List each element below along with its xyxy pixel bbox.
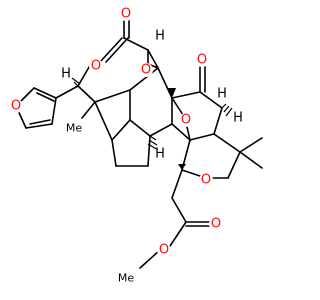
bond	[129, 67, 159, 91]
bond	[55, 85, 79, 99]
bond	[94, 101, 113, 141]
bond	[51, 97, 57, 125]
bond	[213, 133, 241, 153]
o-ester-carbonyl-label: O	[211, 217, 221, 232]
bond	[81, 101, 96, 119]
atom-label-layer: O O O O O O O O O H H H H H Me Me	[9, 7, 244, 285]
bond	[227, 151, 241, 179]
bond	[123, 37, 149, 51]
o-lactone-ring-label: O	[91, 59, 101, 74]
bond	[157, 67, 173, 99]
bond-layer	[15, 17, 263, 269]
o-thf-label: O	[201, 173, 211, 188]
o-epoxide-label: O	[141, 63, 151, 78]
structure-canvas: O O O O O O O O O H H H H H Me Me	[9, 7, 263, 285]
bond	[169, 221, 187, 247]
bond	[36, 92, 55, 102]
bond	[33, 87, 57, 99]
h-bridge-label: H	[217, 87, 227, 102]
bond	[171, 91, 201, 99]
bond	[171, 197, 187, 223]
h-lower-left-label: H	[155, 147, 165, 162]
bond	[199, 91, 223, 109]
o-ester-single-label: O	[159, 243, 169, 258]
bond	[239, 151, 263, 169]
wedge-bond	[168, 88, 176, 98]
bond	[77, 85, 96, 103]
hash-bond	[221, 103, 233, 117]
bond	[171, 169, 183, 199]
bond	[239, 137, 263, 153]
o-carbonyl-top-label: O	[121, 7, 131, 22]
stereo-layer	[71, 77, 233, 170]
bond	[111, 139, 117, 167]
hash-bond	[71, 77, 81, 87]
molecule-diagram: O O O O O O O O O H H H H H Me Me	[9, 7, 263, 285]
h-upper-mid-label: H	[61, 67, 71, 82]
bond	[94, 89, 131, 103]
o-ketone-label: O	[197, 53, 207, 68]
bond	[171, 123, 191, 141]
bond	[189, 133, 215, 141]
methyl-b-label: Me	[118, 272, 134, 285]
h-top-right-label: H	[155, 29, 165, 44]
bond	[99, 37, 123, 63]
o-bridge-label: O	[181, 113, 191, 128]
bond	[111, 119, 131, 141]
bond	[29, 119, 51, 125]
bond	[213, 107, 223, 135]
hash-bond	[147, 135, 159, 151]
wedge-bond	[178, 164, 186, 170]
bond	[149, 123, 173, 137]
bond	[129, 119, 151, 137]
bond	[147, 49, 159, 69]
bond	[105, 37, 129, 63]
bond	[139, 249, 161, 269]
o-furan-label: O	[11, 99, 21, 114]
bond	[25, 123, 53, 129]
h-lower-right-label: H	[233, 111, 243, 126]
methyl-a-label: Me	[66, 122, 82, 135]
